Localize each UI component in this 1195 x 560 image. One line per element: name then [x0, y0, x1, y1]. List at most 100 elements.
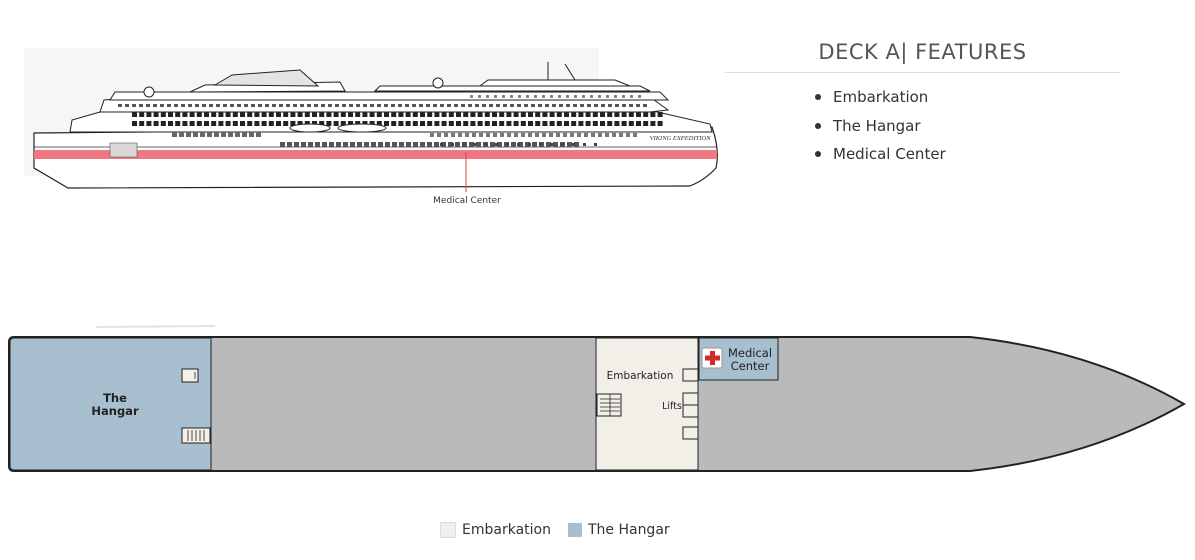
window — [583, 143, 586, 146]
window — [146, 121, 152, 126]
window — [336, 142, 341, 147]
window — [225, 121, 231, 126]
window — [542, 133, 546, 137]
window — [518, 95, 521, 98]
funnel — [213, 69, 320, 87]
window — [153, 112, 159, 117]
window — [340, 112, 346, 117]
window — [174, 104, 178, 107]
bridge-top — [478, 79, 631, 87]
window — [451, 143, 454, 146]
window — [542, 121, 548, 126]
window — [528, 121, 533, 126]
window — [573, 104, 577, 107]
hull-opening — [109, 142, 138, 158]
medical-center-callout: Medical Center — [433, 196, 501, 206]
window — [405, 112, 411, 117]
window — [221, 132, 226, 137]
window — [412, 104, 416, 107]
window — [461, 104, 465, 107]
window — [398, 112, 404, 117]
lift-icon — [682, 368, 699, 440]
window — [577, 133, 581, 137]
window — [454, 104, 458, 107]
window — [553, 142, 558, 147]
hangar-area[interactable] — [9, 337, 212, 471]
window — [308, 142, 313, 147]
window — [335, 104, 339, 107]
window — [420, 121, 425, 126]
window — [304, 112, 310, 117]
window — [455, 142, 460, 147]
window — [207, 132, 212, 137]
window — [564, 112, 569, 117]
window — [538, 104, 542, 107]
window — [564, 121, 569, 126]
window — [534, 95, 537, 98]
window — [614, 121, 620, 126]
window — [319, 112, 325, 117]
window — [650, 112, 656, 117]
window — [189, 121, 195, 126]
window — [427, 112, 433, 117]
window — [419, 104, 423, 107]
window — [514, 133, 518, 137]
window — [398, 121, 404, 126]
window — [520, 121, 526, 126]
window — [510, 104, 514, 107]
window — [363, 104, 367, 107]
window — [448, 142, 453, 147]
window — [204, 121, 209, 126]
window — [582, 95, 585, 98]
window — [643, 104, 647, 107]
window — [495, 143, 498, 146]
window — [535, 133, 539, 137]
window — [426, 104, 430, 107]
window — [492, 121, 497, 126]
window — [362, 112, 368, 117]
medical-center-label: Center — [731, 359, 770, 373]
window — [598, 95, 601, 98]
medical-center-label: Medical — [728, 346, 772, 360]
window — [364, 142, 369, 147]
window — [489, 104, 493, 107]
window — [484, 121, 490, 126]
window — [139, 104, 143, 107]
window — [510, 95, 513, 98]
window — [268, 112, 274, 117]
window — [329, 142, 334, 147]
window — [391, 121, 397, 126]
window — [592, 112, 598, 117]
window — [328, 104, 332, 107]
window — [558, 95, 561, 98]
window — [420, 112, 425, 117]
window — [315, 142, 320, 147]
window — [283, 121, 289, 126]
window — [300, 104, 304, 107]
window — [279, 104, 283, 107]
radar-dome-right — [432, 77, 444, 89]
features-list: Embarkation The Hangar Medical Center — [725, 87, 1120, 173]
window — [494, 95, 497, 98]
window — [594, 104, 598, 107]
window — [371, 142, 376, 147]
window — [125, 104, 129, 107]
window — [200, 132, 205, 137]
window — [587, 104, 591, 107]
window — [378, 142, 383, 147]
window — [549, 133, 553, 137]
window — [240, 121, 245, 126]
window — [349, 104, 353, 107]
window — [484, 112, 490, 117]
window — [490, 142, 495, 147]
ship-profile-illustration: VIKING EXPEDITION Medical Center — [24, 48, 718, 206]
window — [167, 104, 171, 107]
window — [160, 112, 166, 117]
window — [606, 95, 609, 98]
window — [539, 143, 542, 146]
window — [146, 104, 150, 107]
window — [139, 121, 145, 126]
window — [563, 133, 567, 137]
window — [272, 104, 276, 107]
window — [237, 104, 241, 107]
